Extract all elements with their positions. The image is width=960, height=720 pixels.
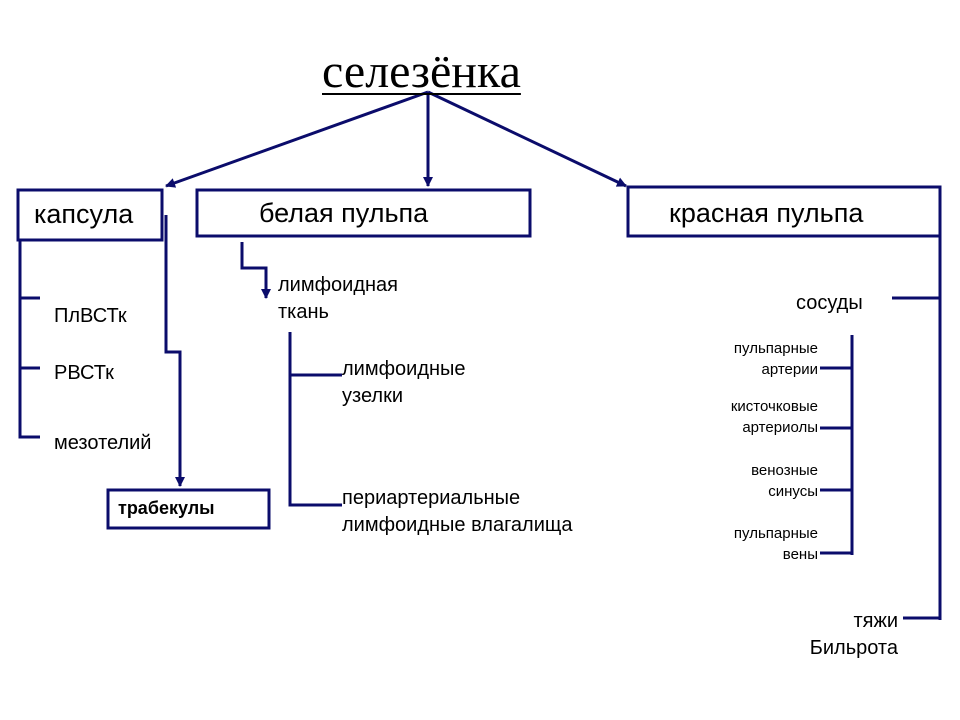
vessel-item-penicillar-arterioles: кисточковые артериолы (731, 396, 818, 438)
billroth-cords-line-1: тяжи (853, 610, 898, 632)
white-pulp-to-lymphoid-connector (240, 242, 271, 299)
lymphoid-tissue-label: лимфоидная ткань (278, 272, 398, 326)
lymphoid-tissue-line-2: ткань (278, 301, 329, 323)
capsule-label: капсула (34, 199, 134, 229)
lymphoid-bracket (288, 332, 342, 507)
billroth-cords-label: тяжи Бильрота (810, 608, 898, 662)
vessels-label: сосуды (796, 292, 863, 314)
arrow-to-capsule (165, 90, 429, 188)
vessel-item-venous-sinuses: венозные синусы (751, 460, 818, 502)
vessel-item-pulp-veins-line-2: вены (782, 546, 818, 563)
vessel-item-penicillar-arterioles-line-1: кисточковые (730, 398, 818, 415)
red-pulp-box (626, 185, 942, 238)
capsule-item-mesothelium: мезотелий (54, 432, 152, 454)
page-title: селезёнка (322, 45, 521, 98)
trabeculae-box (106, 488, 271, 530)
vessel-item-pulp-arteries-line-2: артерии (761, 361, 819, 378)
vessel-item-pulp-veins: пульпарные вены (734, 523, 818, 565)
pals-line-2: лимфоидные влагалища (342, 514, 573, 536)
vessel-item-pulp-veins-line-1: пульпарные (733, 525, 818, 542)
white-pulp-box (195, 188, 532, 238)
vessel-item-venous-sinuses-line-1: венозные (751, 462, 818, 479)
capsule-item-plvstk: ПлВСТк (54, 305, 127, 327)
vessel-item-pulp-arteries-line-1: пульпарные (733, 340, 818, 357)
vessel-item-venous-sinuses-line-2: синусы (768, 483, 818, 500)
capsule-item-rvstk: РВСТк (54, 362, 114, 384)
lymphoid-tissue-line-1: лимфоидная (278, 274, 399, 296)
trabeculae-label: трабекулы (118, 498, 215, 518)
lymphoid-nodules-line-1: лимфоидные (342, 358, 466, 380)
white-pulp-label: белая пульпа (259, 198, 429, 228)
arrow-to-red-pulp (427, 90, 627, 188)
pals-label: периартериальные лимфоидные влагалища (342, 485, 572, 539)
capsule-box (16, 188, 164, 242)
pals-line-1: периартериальные (342, 487, 521, 509)
lymphoid-nodules-label: лимфоидные узелки (342, 356, 466, 410)
billroth-cords-line-2: Бильрота (809, 637, 898, 659)
vessel-item-penicillar-arterioles-line-2: артериолы (742, 419, 818, 436)
capsule-to-trabeculae-connector (164, 215, 185, 487)
vessel-item-pulp-arteries: пульпарные артерии (734, 338, 818, 380)
lymphoid-nodules-line-2: узелки (342, 385, 403, 407)
capsule-bracket (18, 240, 40, 439)
red-pulp-label: красная пульпа (669, 198, 864, 228)
